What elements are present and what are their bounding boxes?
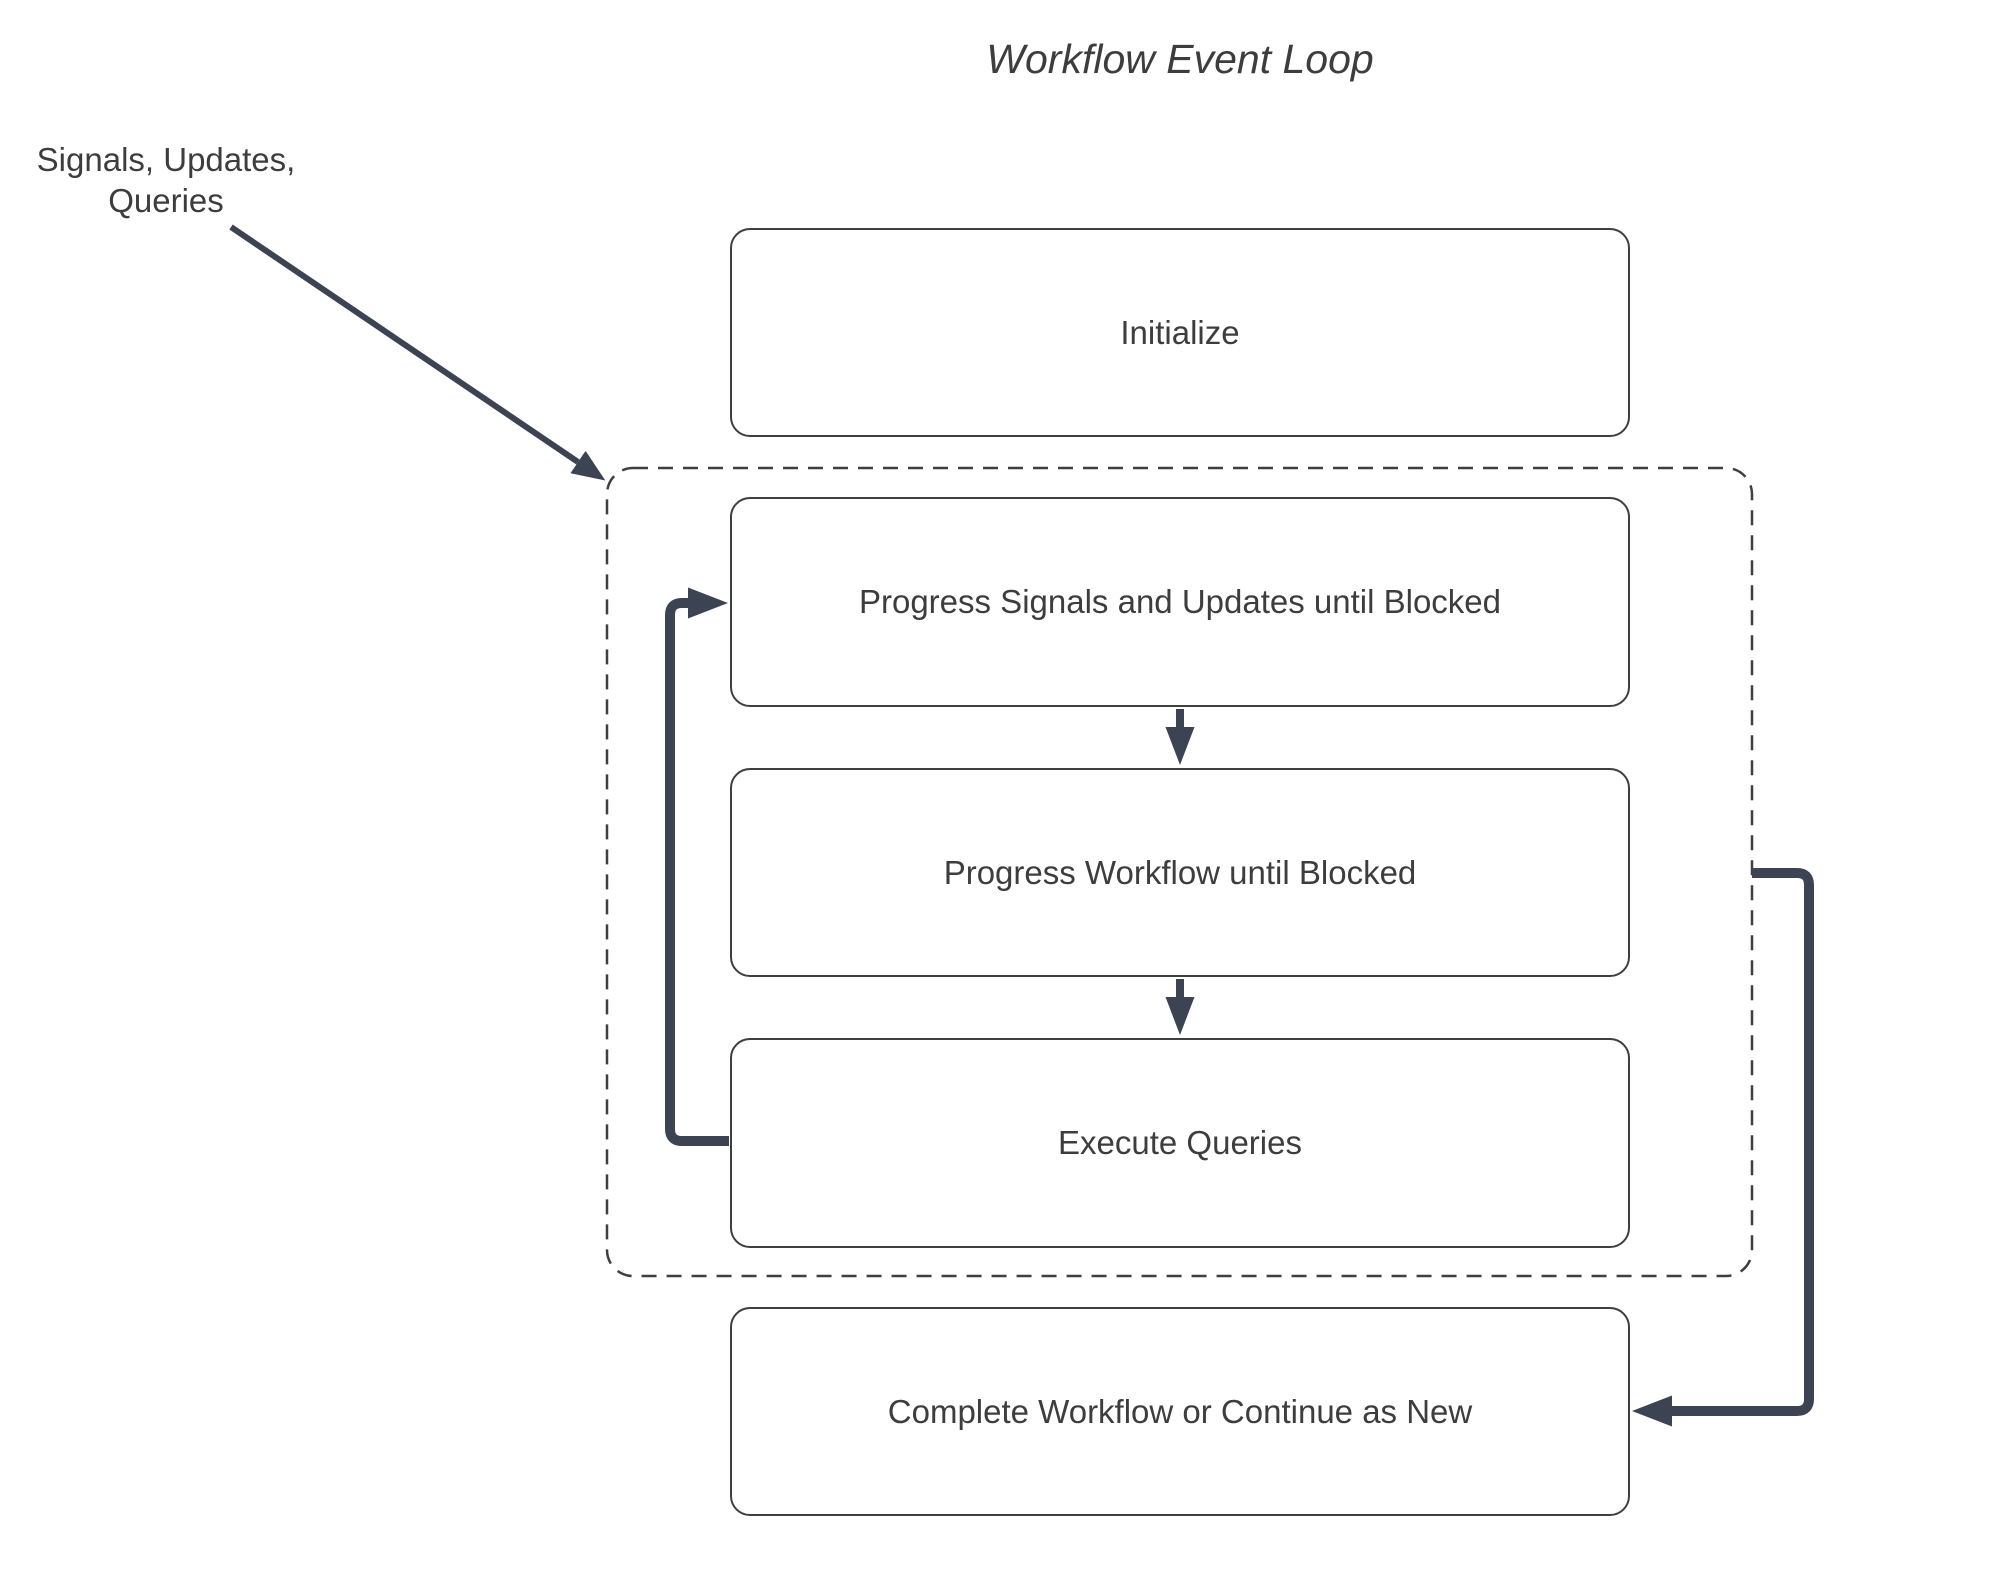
input-arrow [229, 224, 606, 481]
input-label-line1: Signals, Updates, [36, 141, 296, 178]
node-progress-workflow: Progress Workflow until Blocked [730, 768, 1630, 977]
node-complete: Complete Workflow or Continue as New [730, 1307, 1630, 1516]
page-title: Workflow Event Loop [986, 36, 1374, 82]
node-initialize: Initialize [730, 228, 1630, 437]
continue-arrow [1632, 868, 1814, 1427]
node-progress-signals: Progress Signals and Updates until Block… [730, 497, 1630, 707]
input-label-line2: Queries [108, 182, 224, 219]
loopback-arrow [665, 587, 729, 1146]
input-label: Signals, Updates, Queries [26, 139, 306, 221]
node-execute-queries: Execute Queries [730, 1038, 1630, 1248]
